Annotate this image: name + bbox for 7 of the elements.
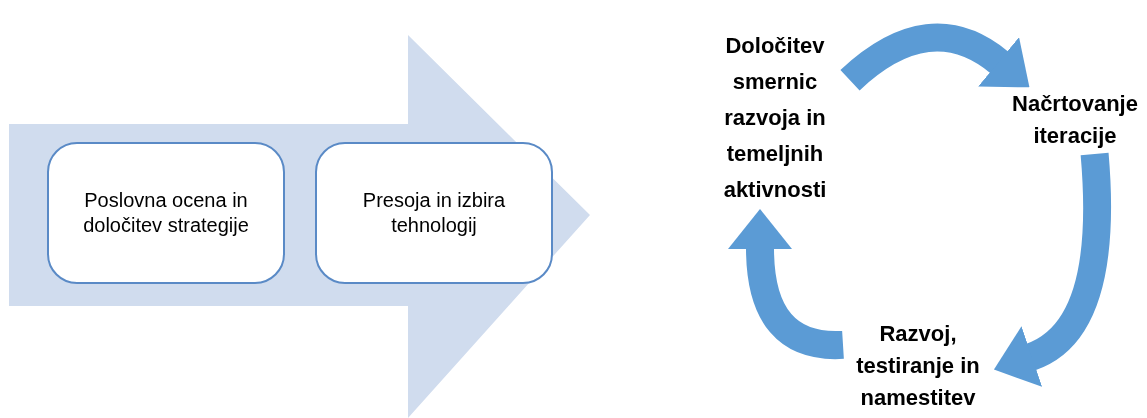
step-label: Načrtovanje iteracije bbox=[1005, 88, 1145, 154]
step-label: Razvoj, testiranje in namestitev bbox=[843, 318, 993, 414]
process-arrow bbox=[9, 35, 590, 418]
step-label: Določitev smernic razvoja in temeljnih aktivnosti bbox=[700, 28, 850, 208]
process-box: Presoja in izbira tehnologij bbox=[315, 142, 553, 284]
cycle-arrow bbox=[995, 153, 1112, 386]
process-box: Poslovna ocena in določitev strategije bbox=[47, 142, 285, 284]
